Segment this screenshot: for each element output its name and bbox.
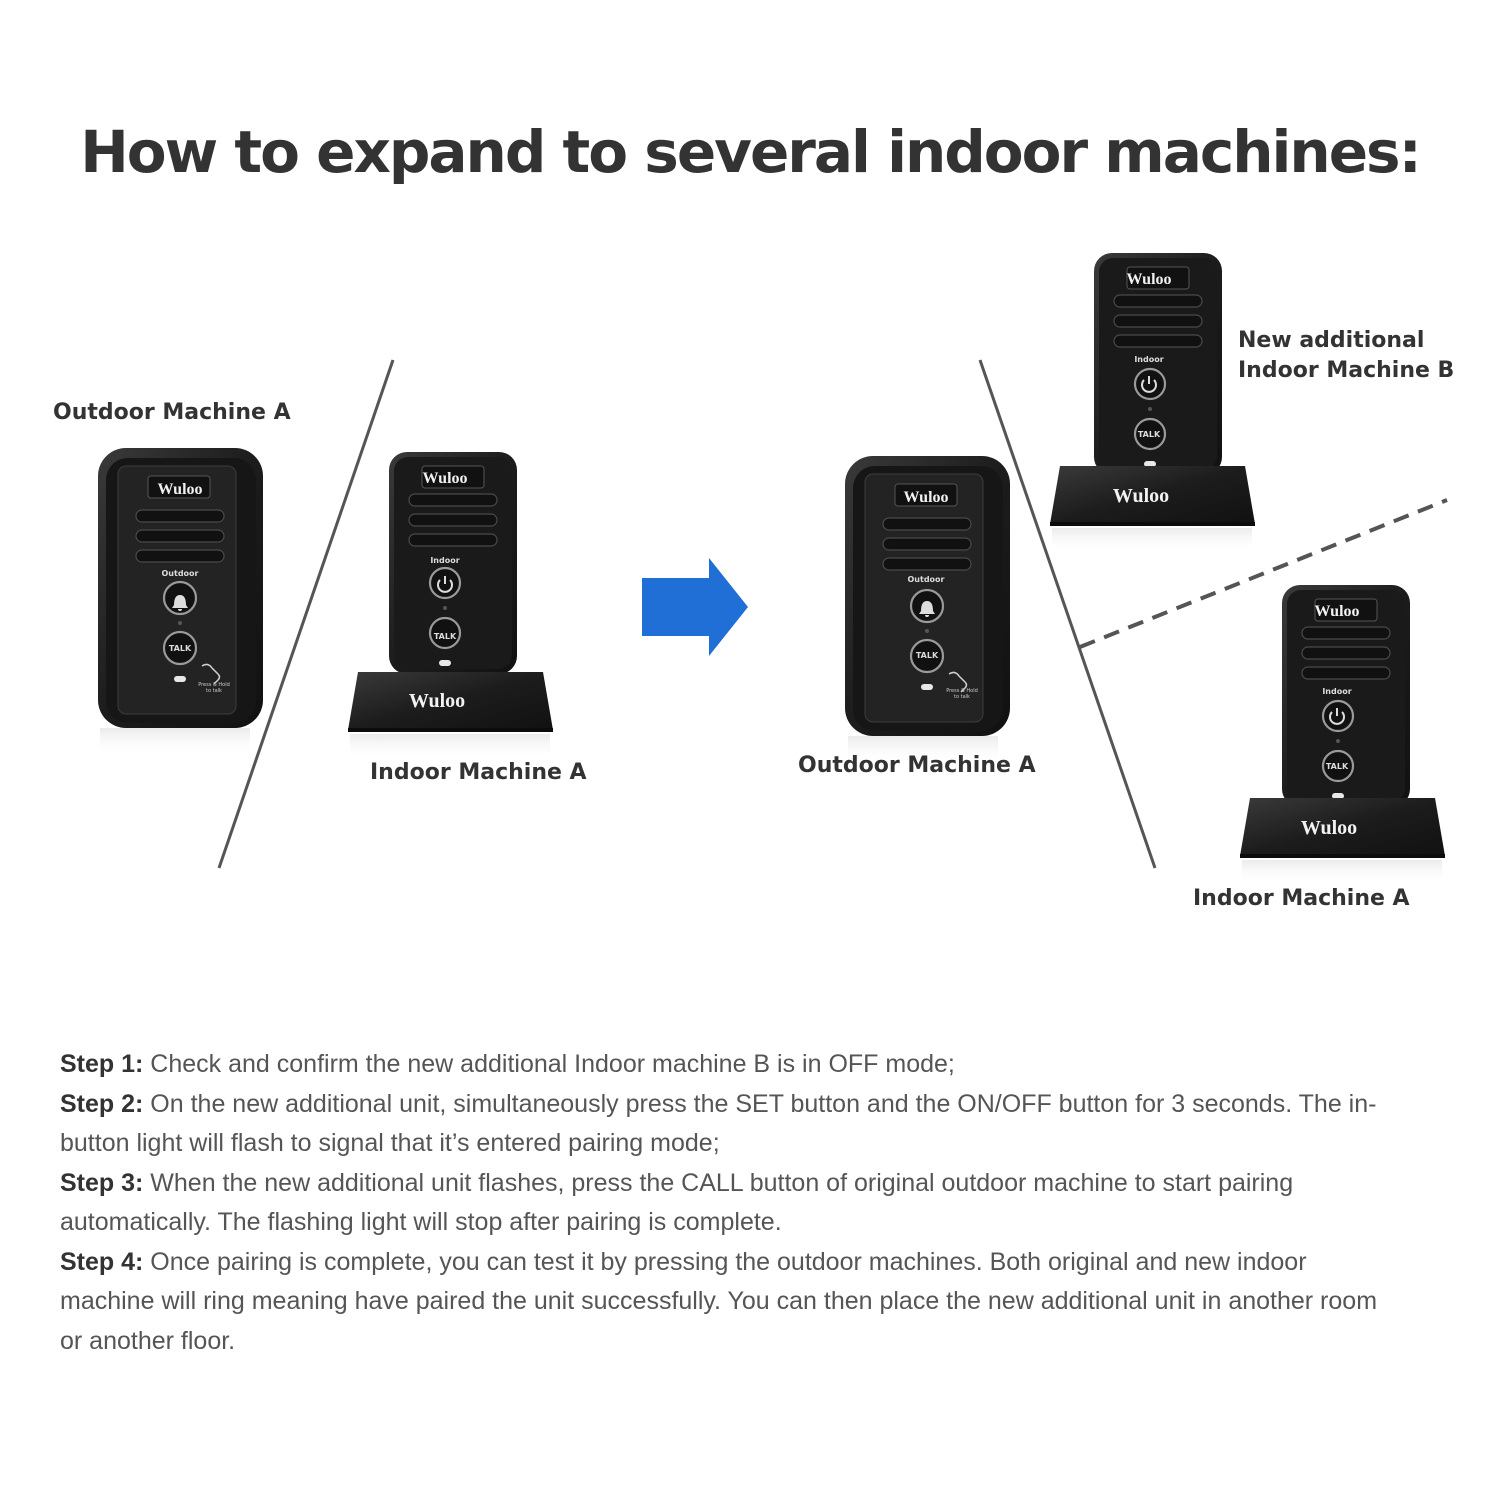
- step-item: Step 4: Once pairing is complete, you ca…: [60, 1243, 1380, 1362]
- device-mode-label: Indoor: [1134, 355, 1163, 364]
- dashed-connection-line: [1079, 498, 1448, 649]
- brand-label: Wuloo: [409, 690, 465, 712]
- label-indoor-machine-a-right: Indoor Machine A: [1193, 886, 1410, 911]
- arrow-right-icon: [642, 558, 748, 656]
- indoor-unit-right-a: Wuloo Indoor TALK Wuloo: [1240, 583, 1445, 884]
- steps-list: Step 1: Check and confirm the new additi…: [60, 1045, 1380, 1361]
- device-mode-label: Indoor: [1322, 687, 1351, 696]
- step-label: Step 2:: [60, 1089, 144, 1118]
- label-outdoor-machine-a-right: Outdoor Machine A: [798, 753, 1036, 778]
- bell-icon: [919, 601, 935, 617]
- step-text: Once pairing is complete, you can test i…: [60, 1247, 1378, 1355]
- press-hold-text-2: to talk: [206, 688, 222, 694]
- page-title: How to expand to several indoor machines…: [80, 118, 1422, 186]
- press-hold-text-2: to talk: [954, 694, 970, 700]
- talk-label: TALK: [434, 632, 457, 641]
- brand-label: Wuloo: [1126, 271, 1171, 288]
- label-line: Indoor Machine B: [1238, 358, 1455, 383]
- brand-label: Wuloo: [903, 489, 948, 506]
- step-text: When the new additional unit flashes, pr…: [60, 1168, 1294, 1237]
- step-item: Step 1: Check and confirm the new additi…: [60, 1045, 1380, 1085]
- divider-line-left: [217, 359, 395, 869]
- indoor-unit-left: Wuloo Indoor TALK Wuloo: [348, 450, 553, 760]
- label-indoor-machine-a-left: Indoor Machine A: [370, 760, 587, 785]
- brand-label: Wuloo: [1113, 485, 1169, 507]
- brand-label: Wuloo: [1301, 817, 1357, 839]
- device-mode-label: Indoor: [430, 556, 459, 565]
- outdoor-unit-right: Wuloo Outdoor TALK Press & Hold to talk: [843, 454, 1012, 764]
- talk-label: TALK: [169, 644, 192, 653]
- brand-label: Wuloo: [422, 470, 467, 487]
- press-hold-text: Press & Hold: [946, 688, 978, 694]
- power-icon: [1329, 708, 1345, 725]
- step-label: Step 4:: [60, 1247, 144, 1276]
- talk-label: TALK: [1138, 430, 1161, 439]
- step-label: Step 3:: [60, 1168, 144, 1197]
- device-mode-label: Outdoor: [162, 569, 199, 578]
- indoor-unit-new-b: Wuloo Indoor TALK Wuloo: [1050, 251, 1255, 552]
- label-outdoor-machine-a-left: Outdoor Machine A: [53, 400, 291, 425]
- brand-label: Wuloo: [1314, 603, 1359, 620]
- step-label: Step 1:: [60, 1050, 144, 1078]
- label-line: New additional: [1238, 328, 1425, 353]
- divider-line-right: [978, 359, 1157, 869]
- talk-label: TALK: [916, 651, 939, 660]
- step-item: Step 3: When the new additional unit fla…: [60, 1164, 1380, 1243]
- step-text: Check and confirm the new additional Ind…: [143, 1050, 955, 1078]
- device-mode-label: Outdoor: [908, 575, 945, 584]
- power-icon: [437, 576, 453, 593]
- talk-label: TALK: [1326, 762, 1349, 771]
- bell-icon: [172, 595, 188, 611]
- step-text: On the new additional unit, simultaneous…: [60, 1089, 1377, 1158]
- outdoor-unit-left: Wuloo Outdoor TALK Press & Hold to talk: [96, 446, 265, 756]
- label-new-indoor-machine-b: New additional Indoor Machine B: [1238, 326, 1454, 386]
- power-icon: [1141, 376, 1157, 393]
- press-hold-text: Press & Hold: [198, 682, 230, 688]
- brand-label: Wuloo: [157, 481, 202, 498]
- diagram-illustration: Wuloo Outdoor TALK Press & Hold to talk …: [96, 251, 1448, 884]
- step-item: Step 2: On the new additional unit, simu…: [60, 1085, 1380, 1164]
